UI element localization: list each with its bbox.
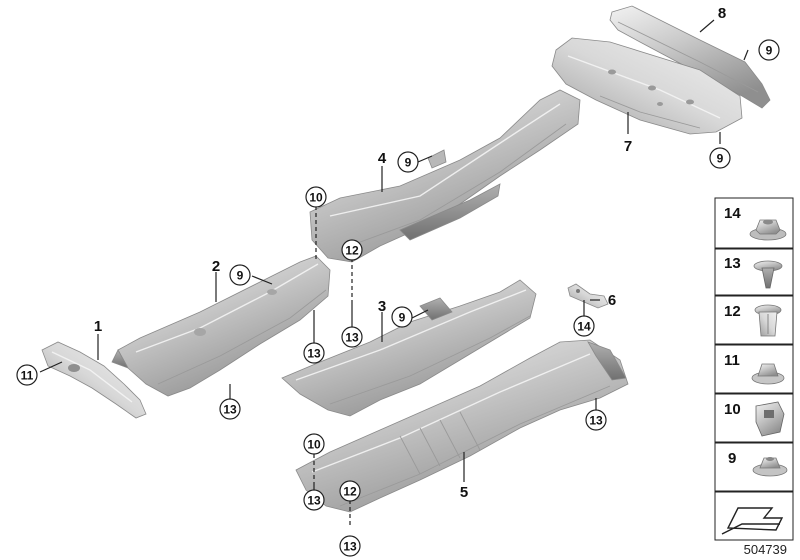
hex-flange-nut-icon [749,219,787,241]
part-label-4: 4 [378,150,387,167]
bracket-6 [567,283,609,309]
spring-clip-icon [755,401,785,437]
part-label-1: 1 [94,318,102,335]
legend-item-14: 14 [714,197,794,249]
callouts: 11 9 10 12 13 13 13 9 [16,39,780,557]
callout-10-upper: 10 [305,186,327,208]
hex-nut-icon [751,363,785,385]
push-clip-icon [753,260,783,289]
part-label-2: 2 [212,258,220,275]
callout-text: 13 [345,331,359,345]
callout-13-lower-left: 13 [303,489,325,511]
legend-item-12: 12 [714,295,794,345]
heat-shield-3 [281,279,537,417]
leader-lines [39,19,749,528]
legend-number: 12 [724,303,741,320]
callout-10-lower: 10 [303,433,325,455]
callout-text: 9 [237,269,244,283]
callout-13-part2: 13 [219,398,241,420]
callout-text: 9 [717,152,724,166]
callout-9-part2: 9 [229,264,251,286]
callout-text: 9 [399,311,406,325]
callout-text: 13 [307,347,321,361]
part-label-7: 7 [624,138,632,155]
legend-number: 13 [724,255,741,272]
legend-number: 9 [728,450,736,467]
callout-text: 9 [405,156,412,170]
reference-number: 504739 [744,542,787,557]
callout-text: 10 [307,438,321,452]
part-label-3: 3 [378,298,386,315]
heat-shield-4 [309,89,581,263]
callout-13-upper-right: 13 [341,326,363,348]
callout-13-part5-right: 13 [585,409,607,431]
callout-text: 13 [589,414,603,428]
callout-9-part7: 9 [709,147,731,169]
legend-item-11: 11 [714,344,794,394]
callout-text: 11 [21,369,34,383]
legend-item-9: 9 [714,442,794,492]
flange-nut-icon [752,457,788,477]
callout-text: 12 [345,244,359,258]
part-label-6: 6 [608,292,616,309]
heat-shield-1 [41,341,147,419]
legend-item-13: 13 [714,248,794,296]
callout-text: 13 [307,494,321,508]
legend-number: 11 [724,352,740,369]
callout-13-upper-left: 13 [303,342,325,364]
heat-shield-5 [295,339,629,513]
callout-text: 12 [343,485,357,499]
heat-shield-7 [551,37,743,135]
callout-9-part8: 9 [758,39,780,61]
callout-text: 13 [343,540,357,554]
heat-shield-8 [609,5,771,109]
part-label-5: 5 [460,484,468,501]
callout-11-left: 11 [16,364,38,386]
callout-text: 10 [309,191,323,205]
part-label-8: 8 [718,5,726,22]
legend-item-10: 10 [714,393,794,443]
heat-shield-2 [111,255,331,397]
callout-14-part6: 14 [573,315,595,337]
callout-text: 9 [766,44,773,58]
fastener-legend: 14 13 12 [714,197,794,541]
callout-9-part4: 9 [397,151,419,173]
callout-13-lower-bottom: 13 [339,535,361,557]
callout-text: 14 [577,320,591,334]
legend-number: 14 [724,205,741,222]
part-labels: 1 2 3 4 5 6 7 8 [94,5,726,501]
legend-number: 10 [724,401,741,418]
expansion-nut-icon [754,304,782,337]
legend-direction-box [714,491,794,541]
direction-arrow-icon [721,507,784,535]
callout-12-upper: 12 [341,239,363,261]
callout-12-lower: 12 [339,480,361,502]
callout-text: 13 [223,403,237,417]
callout-9-part3: 9 [391,306,413,328]
